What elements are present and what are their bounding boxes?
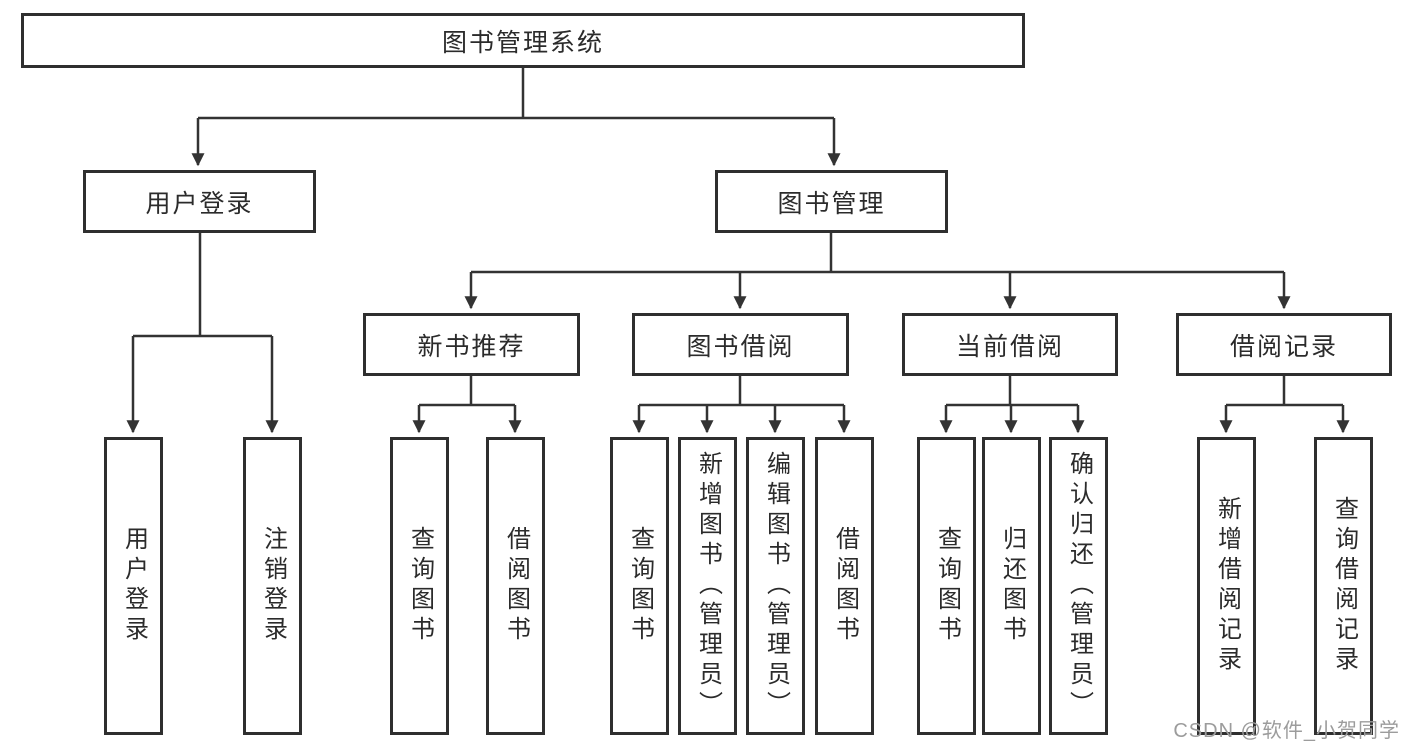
connector-book-borrow xyxy=(632,376,851,434)
connector-new-book xyxy=(412,376,522,434)
node-add-borrow-record: 新增借阅记录 xyxy=(1197,437,1256,735)
node-edit-books-admin: 编辑图书（管理员） xyxy=(746,437,805,735)
csdn-watermark: CSDN @软件_小贺同学 xyxy=(1173,720,1400,742)
node-borrow-record: 借阅记录 xyxy=(1176,313,1392,376)
connector-current-borrow xyxy=(939,376,1085,434)
node-return-books: 归还图书 xyxy=(982,437,1041,735)
node-query-borrow-record: 查询借阅记录 xyxy=(1314,437,1373,735)
node-user-login: 用户登录 xyxy=(83,170,316,233)
node-book-borrow: 图书借阅 xyxy=(632,313,849,376)
connector-user-login xyxy=(126,233,279,434)
node-book-management: 图书管理 xyxy=(715,170,948,233)
connector-root-split xyxy=(191,68,841,167)
node-borrow-books-action: 借阅图书 xyxy=(815,437,874,735)
node-root-title: 图书管理系统 xyxy=(21,13,1025,68)
node-user-login-action: 用户登录 xyxy=(104,437,163,735)
connector-book-management xyxy=(464,233,1291,310)
node-add-books-admin: 新增图书（管理员） xyxy=(678,437,737,735)
node-borrow-books-recommend: 借阅图书 xyxy=(486,437,545,735)
node-query-books-recommend: 查询图书 xyxy=(390,437,449,735)
node-logout-action: 注销登录 xyxy=(243,437,302,735)
node-query-books-borrow: 查询图书 xyxy=(610,437,669,735)
node-current-borrow: 当前借阅 xyxy=(902,313,1118,376)
node-query-books-current: 查询图书 xyxy=(917,437,976,735)
node-new-book-recommend: 新书推荐 xyxy=(363,313,580,376)
connector-borrow-record xyxy=(1219,376,1350,434)
node-confirm-return-admin: 确认归还（管理员） xyxy=(1049,437,1108,735)
